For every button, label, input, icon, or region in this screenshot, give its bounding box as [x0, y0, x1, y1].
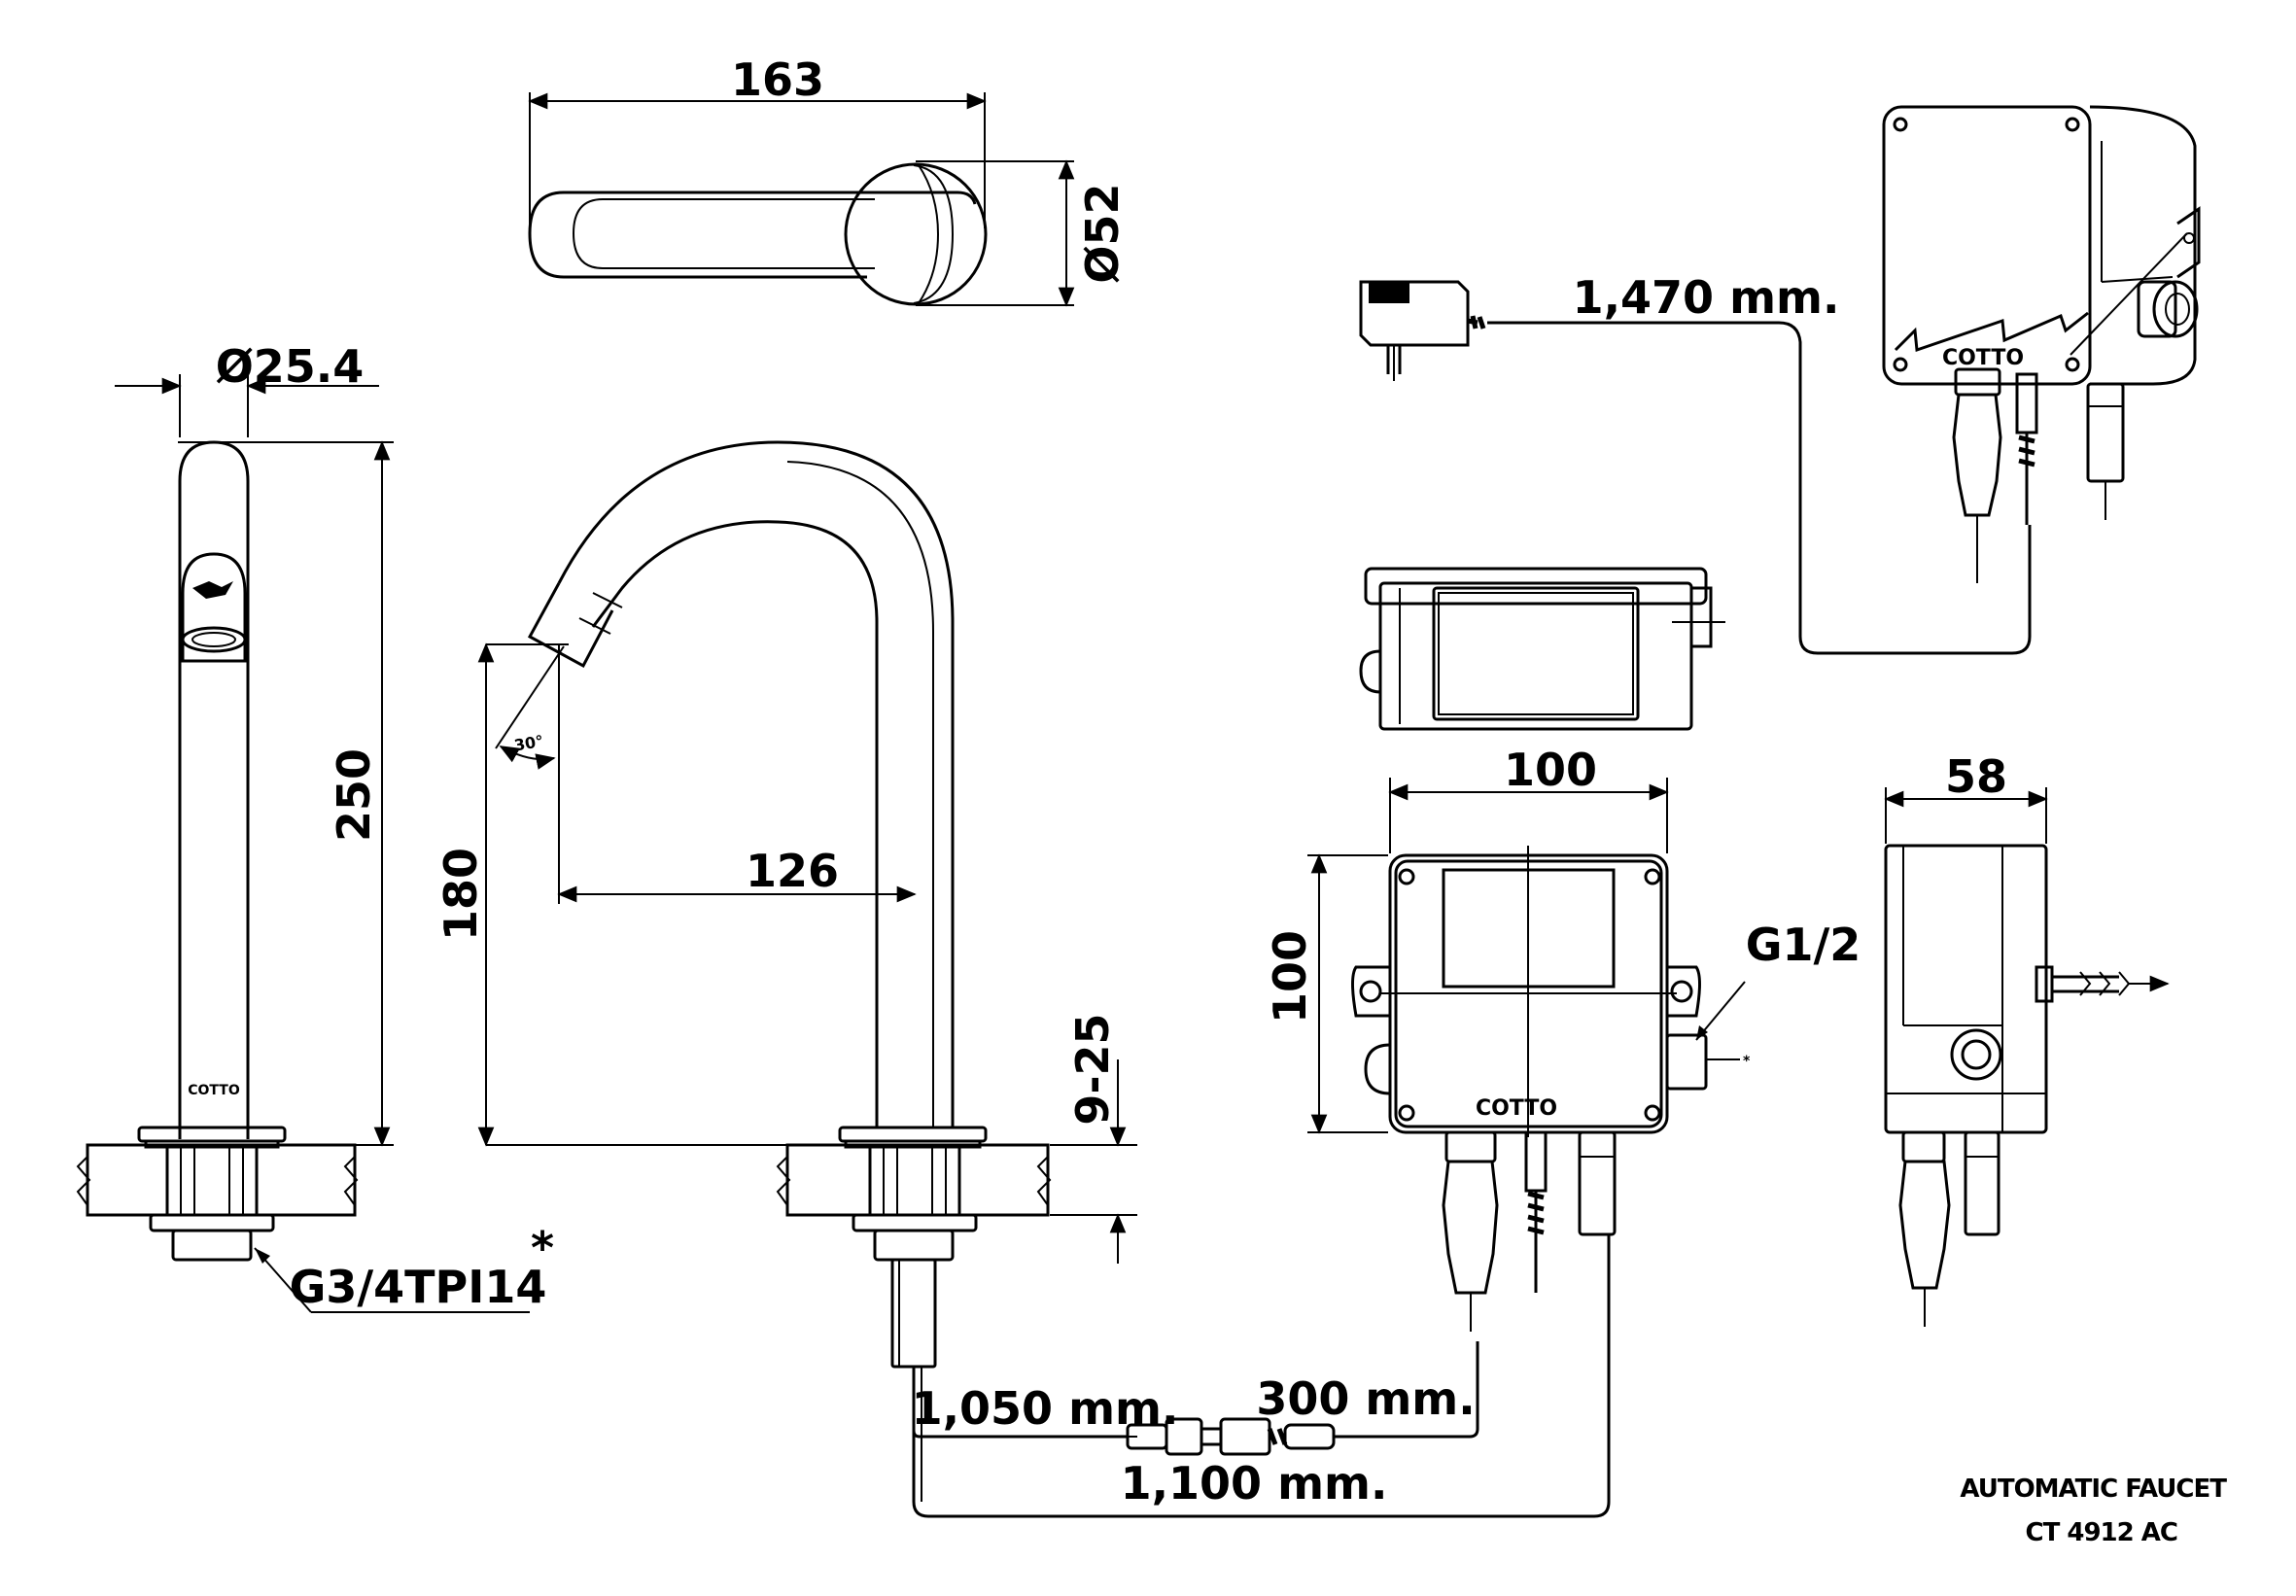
dim-box-depth-58: 58	[1945, 750, 2007, 803]
title-model-number: CT 4912 AC	[2026, 1518, 2178, 1547]
dim-250: 250	[328, 748, 380, 842]
dim-180: 180	[435, 848, 487, 941]
dim-angle-30: 30°	[512, 732, 544, 755]
control-box-side-view	[1884, 787, 2170, 1327]
dim-hose-1100: 1,100 mm.	[1121, 1457, 1388, 1509]
brand-mark-front: COTTO	[188, 1083, 240, 1098]
cable-routing	[912, 1234, 1611, 1518]
dim-9-25: 9-25	[1066, 1013, 1119, 1125]
inlet-small-label: *	[1743, 1054, 1751, 1069]
dim-thread: G3/4TPI14	[290, 1261, 547, 1313]
dim-adapter-cable-1470: 1,470 mm.	[1573, 271, 1840, 324]
dim-box-width-100: 100	[1504, 744, 1597, 796]
faucet-side-view	[477, 440, 1137, 1369]
dim-cable-300: 300 mm.	[1256, 1372, 1475, 1425]
dim-diameter-25-4: Ø25.4	[216, 340, 365, 393]
dim-diameter-52: Ø52	[1076, 183, 1129, 283]
dim-inlet-g1-2: G1/2	[1746, 919, 1861, 971]
spout-top-view	[528, 92, 1075, 307]
faucet-front-view: COTTO	[76, 374, 530, 1313]
power-adapter	[1359, 280, 2032, 655]
title-product-name: AUTOMATIC FAUCET	[1960, 1475, 2227, 1504]
dim-cable-1050: 1,050 mm.	[912, 1382, 1179, 1435]
brand-mark-iso: COTTO	[1942, 346, 2024, 370]
control-box-isometric	[1882, 105, 2201, 583]
dim-163: 163	[731, 53, 824, 106]
dim-box-height-100: 100	[1264, 930, 1316, 1024]
brand-mark-box: COTTO	[1476, 1096, 1557, 1121]
dim-126: 126	[746, 845, 839, 897]
control-box-top-view	[1359, 567, 1725, 731]
control-box-front-view: *	[1307, 778, 1751, 1332]
dim-asterisk: *	[531, 1222, 554, 1274]
